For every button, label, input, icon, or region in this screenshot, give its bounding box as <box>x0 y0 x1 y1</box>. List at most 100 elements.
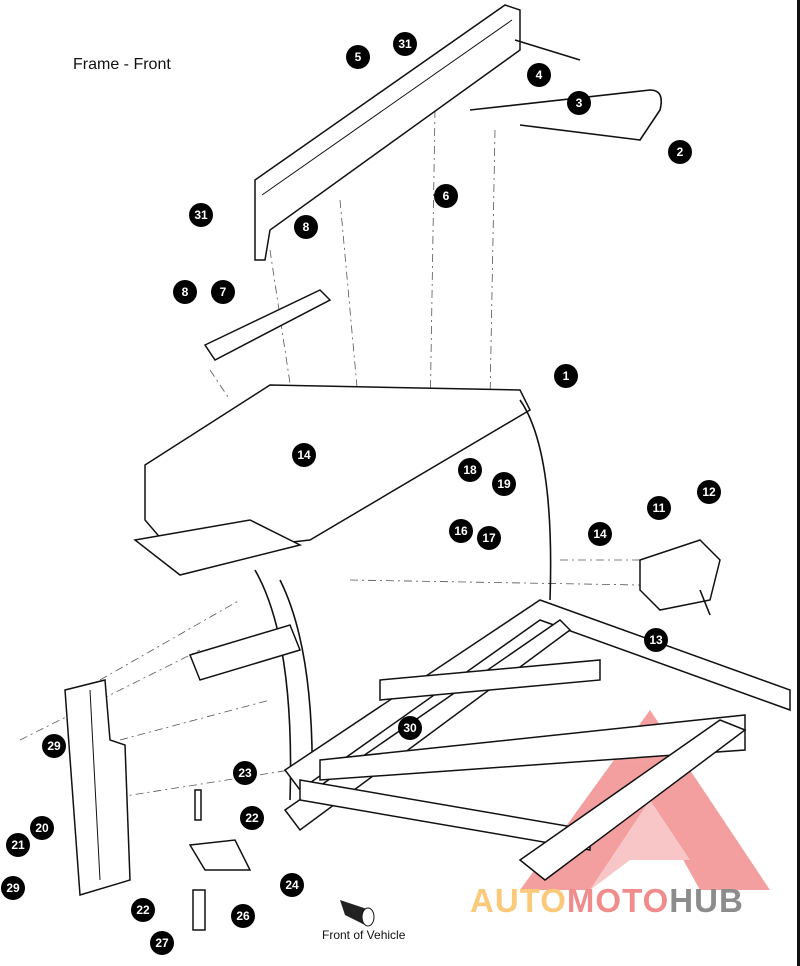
callout-4: 4 <box>527 63 551 87</box>
callout-31: 31 <box>189 203 213 227</box>
callout-circle <box>292 443 316 467</box>
roof-crossmember-5 <box>254 4 521 261</box>
callout-22: 22 <box>131 898 155 922</box>
callout-30: 30 <box>398 716 422 740</box>
callout-circle <box>131 898 155 922</box>
callout-circle <box>294 215 318 239</box>
callout-number: 19 <box>497 477 511 491</box>
callout-circle <box>527 63 551 87</box>
callout-number: 22 <box>136 903 150 917</box>
callout-number: 26 <box>236 909 250 923</box>
callout-circle <box>458 458 482 482</box>
callout-number: 2 <box>677 145 684 159</box>
callout-number: 29 <box>47 739 61 753</box>
callout-number: 31 <box>398 37 412 51</box>
callout-number: 31 <box>194 208 208 222</box>
callout-2: 2 <box>668 140 692 164</box>
callout-circle <box>449 519 473 543</box>
callout-number: 21 <box>11 838 25 852</box>
callout-8: 8 <box>173 280 197 304</box>
callout-circle <box>231 904 255 928</box>
watermark-text: AUTOMOTOHUB <box>470 882 744 920</box>
callout-number: 27 <box>155 936 169 950</box>
callout-circle <box>233 761 257 785</box>
callout-number: 6 <box>443 189 450 203</box>
callout-circle <box>240 806 264 830</box>
callout-circle <box>434 184 458 208</box>
callout-number: 14 <box>593 527 607 541</box>
callout-circle <box>30 816 54 840</box>
callout-circle <box>398 716 422 740</box>
callout-number: 12 <box>702 485 716 499</box>
callout-22: 22 <box>240 806 264 830</box>
callout-circle <box>6 833 30 857</box>
callout-number: 30 <box>403 721 417 735</box>
callout-12: 12 <box>697 480 721 504</box>
callout-29: 29 <box>42 734 66 758</box>
bracket-7 <box>203 289 332 361</box>
callout-3: 3 <box>567 91 591 115</box>
callout-number: 24 <box>285 878 299 892</box>
callout-circle <box>644 628 668 652</box>
callout-number: 7 <box>220 285 227 299</box>
grab-handle-2 <box>469 39 663 141</box>
callout-circle <box>554 364 578 388</box>
callout-14: 14 <box>292 443 316 467</box>
callout-circle <box>647 496 671 520</box>
side-panel-20 <box>64 679 131 896</box>
callout-circle <box>697 480 721 504</box>
callout-number: 4 <box>536 68 543 82</box>
callout-number: 29 <box>6 881 20 895</box>
callout-26: 26 <box>231 904 255 928</box>
hinge-parts <box>188 789 252 931</box>
callout-circle <box>588 522 612 546</box>
callout-circle <box>477 526 501 550</box>
watermark-hub: HUB <box>669 882 744 919</box>
callout-1: 1 <box>554 364 578 388</box>
watermark-moto: MOTO <box>566 882 670 919</box>
callout-17: 17 <box>477 526 501 550</box>
callout-circle <box>393 32 417 56</box>
callout-number: 11 <box>653 501 666 515</box>
callout-circle <box>492 472 516 496</box>
callout-circle <box>189 203 213 227</box>
front-arrow-icon <box>340 900 375 927</box>
callout-number: 18 <box>463 463 477 477</box>
callout-number: 8 <box>182 285 189 299</box>
diagram-title: Frame - Front <box>73 56 171 73</box>
callout-14: 14 <box>588 522 612 546</box>
callout-number: 5 <box>355 50 362 64</box>
callout-number: 1 <box>563 369 570 383</box>
callout-number: 13 <box>649 633 663 647</box>
callout-number: 3 <box>576 96 583 110</box>
callout-23: 23 <box>233 761 257 785</box>
callout-circle <box>211 280 235 304</box>
callout-circle <box>1 876 25 900</box>
callout-circle <box>150 931 174 955</box>
front-of-vehicle-label: Front of Vehicle <box>322 928 406 942</box>
callout-13: 13 <box>644 628 668 652</box>
callout-7: 7 <box>211 280 235 304</box>
callout-circle <box>567 91 591 115</box>
callout-8: 8 <box>294 215 318 239</box>
callout-number: 20 <box>35 821 49 835</box>
callout-6: 6 <box>434 184 458 208</box>
callout-16: 16 <box>449 519 473 543</box>
callout-number: 16 <box>454 524 468 538</box>
callout-circle <box>173 280 197 304</box>
callout-number: 8 <box>303 220 310 234</box>
callout-circle <box>280 873 304 897</box>
callout-27: 27 <box>150 931 174 955</box>
right-border <box>797 0 800 966</box>
callout-19: 19 <box>492 472 516 496</box>
callout-20: 20 <box>30 816 54 840</box>
callout-number: 23 <box>238 766 252 780</box>
mount-bracket-11 <box>639 539 721 616</box>
callout-24: 24 <box>280 873 304 897</box>
callout-circle <box>346 45 370 69</box>
callout-circle <box>42 734 66 758</box>
callout-number: 14 <box>297 448 311 462</box>
watermark-auto: AUTO <box>470 882 567 919</box>
callout-31: 31 <box>393 32 417 56</box>
